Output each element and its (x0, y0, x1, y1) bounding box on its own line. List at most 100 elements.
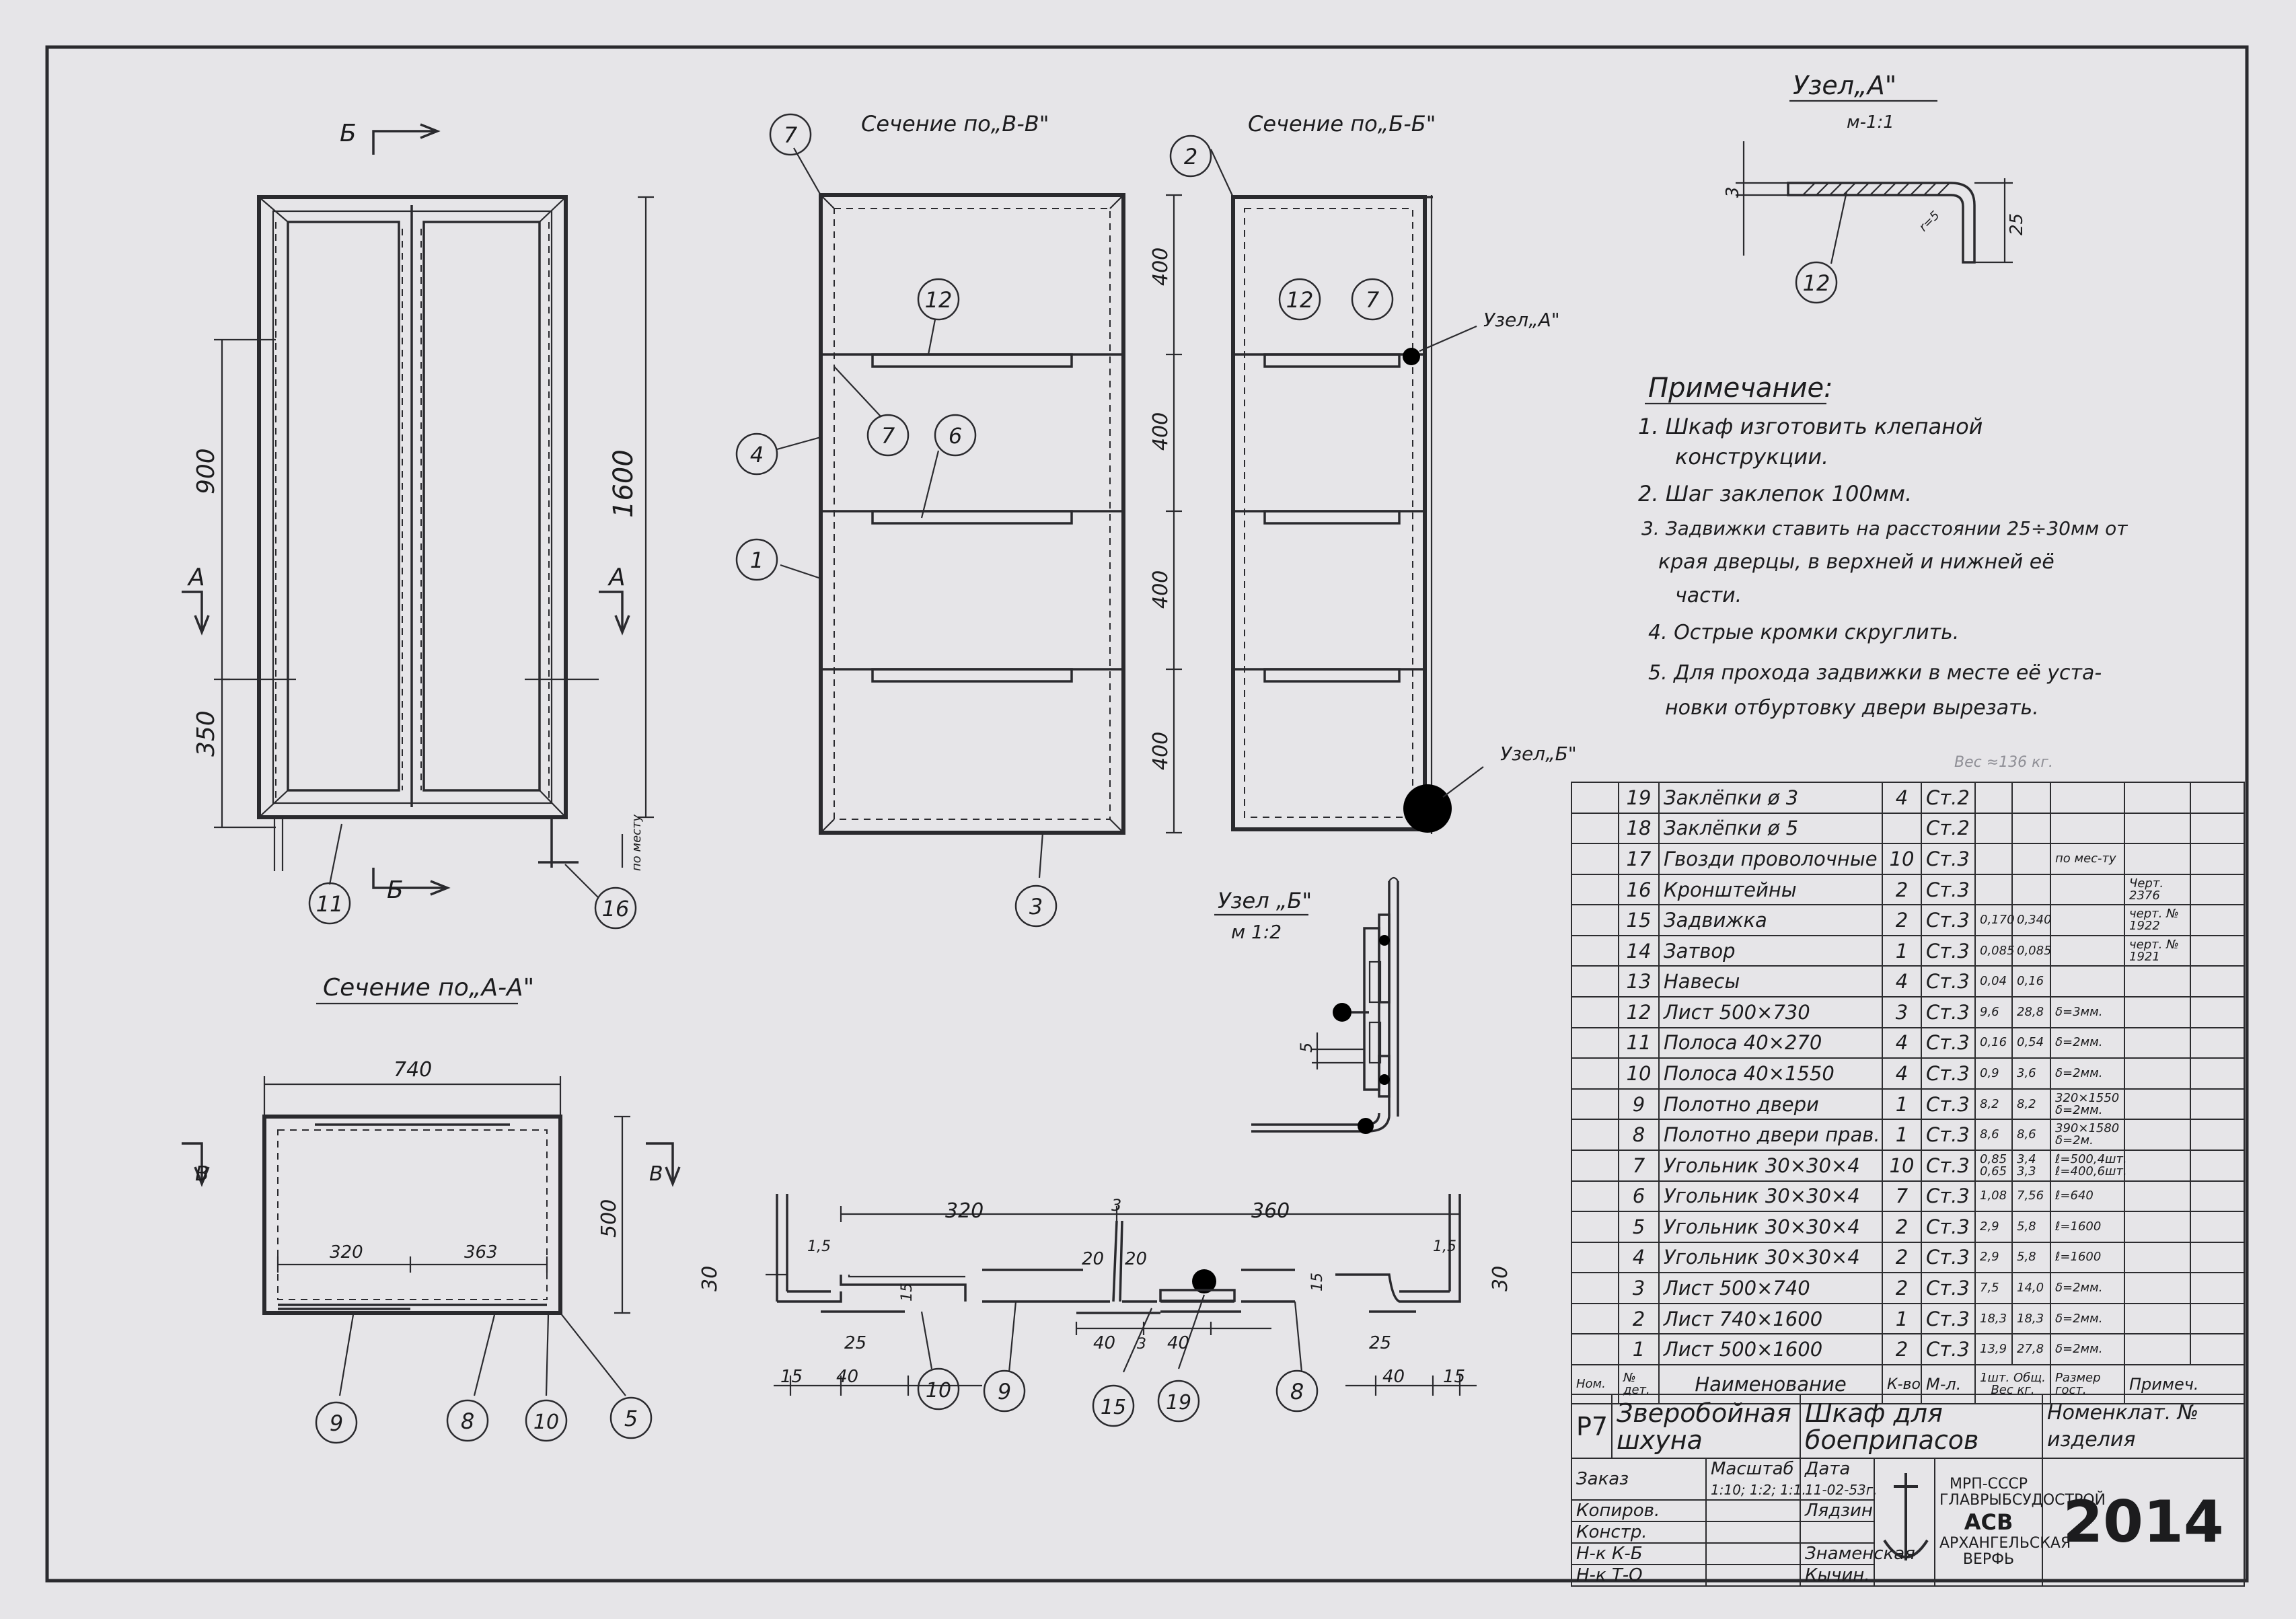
spec-name: Лист 500×1600 (1658, 1333, 1883, 1365)
name-1: Лядзин (1800, 1499, 1875, 1522)
svg-text:7: 7 (784, 122, 798, 148)
spec-name: Угольник 30×30×4 (1658, 1149, 1883, 1182)
aa-dim-width: 740 (394, 1058, 432, 1082)
front-cut-bottom-label: Б (387, 876, 404, 904)
name-4: Кычин. (1800, 1564, 1875, 1587)
svg-text:8: 8 (1290, 1379, 1304, 1404)
spec-cell (2190, 1333, 2245, 1365)
spec-cell (1571, 965, 1619, 998)
svg-text:10: 10 (926, 1379, 951, 1402)
svg-text:4: 4 (750, 442, 764, 467)
notes: Примечание: 1. Шкаф изготовить клепаной … (1638, 373, 2128, 771)
node-a-title: Узел„А" (1793, 71, 1896, 100)
spec-note (2124, 965, 2191, 998)
title-product: Шкаф для боеприпасов (1799, 1394, 2044, 1459)
node-a (1736, 141, 2013, 264)
spec-pos: 8 (1618, 1119, 1660, 1151)
spec-note (2124, 996, 2191, 1028)
spec-material: Ст.3 (1921, 873, 1976, 906)
door-dim-320: 320 (945, 1199, 984, 1223)
title-code: Р7 (1571, 1394, 1613, 1459)
spec-weight-total: 0,340 (2011, 904, 2052, 936)
callout-bb-12: 12 (1278, 278, 1321, 321)
spec-qty: 1 (1882, 1119, 1922, 1151)
callout-vv-7-top: 7 (769, 113, 812, 156)
door-dim-25-right: 25 (1369, 1333, 1391, 1353)
section-aa (182, 1076, 681, 1396)
spec-material: Ст.3 (1921, 904, 1976, 936)
callout-door-15: 15 (1092, 1384, 1135, 1427)
door-dim-40-right: 40 (1382, 1367, 1405, 1387)
spec-cell (1571, 843, 1619, 875)
spec-material: Ст.3 (1921, 1026, 1976, 1059)
svg-text:7: 7 (881, 423, 895, 449)
svg-text:7: 7 (1366, 287, 1380, 313)
spec-size (2050, 782, 2125, 814)
spec-material: Ст.3 (1921, 1241, 1976, 1274)
spec-size: по мес-ту (2050, 843, 2125, 875)
spec-size: ℓ=1600 (2050, 1241, 2125, 1274)
section-bb (1210, 149, 1484, 834)
spec-qty: 2 (1882, 1241, 1922, 1274)
spec-material: Ст.3 (1921, 1180, 1976, 1213)
front-cut-left-label: А (187, 564, 205, 591)
weight-note: Вес ≈136 кг. (1954, 754, 2053, 771)
aa-cut-right-label: В (649, 1162, 663, 1186)
spec-weight-unit (1974, 782, 2013, 814)
svg-text:19: 19 (1166, 1391, 1191, 1415)
spec-name: Угольник 30×30×4 (1658, 1211, 1883, 1243)
spec-qty: 4 (1882, 1026, 1922, 1059)
spec-cell (1571, 1057, 1619, 1090)
callout-aa-8: 8 (446, 1399, 489, 1442)
spec-size (2050, 873, 2125, 906)
node-a-dim-radius: r=5 (1917, 209, 1943, 235)
spec-note (2124, 1333, 2191, 1365)
spec-note (2124, 1241, 2191, 1274)
vv-dim-1: 400 (1149, 248, 1173, 286)
spec-cell (2190, 873, 2245, 906)
spec-cell (1571, 1302, 1619, 1335)
spec-pos: 9 (1618, 1088, 1660, 1121)
svg-text:12: 12 (1286, 287, 1314, 313)
spec-cell (2190, 1180, 2245, 1213)
spec-note (2124, 1302, 2191, 1335)
spec-cell (1571, 1241, 1619, 1274)
door-dim-1-5-right-label: 1,5 (1433, 1238, 1456, 1255)
spec-name: Полоса 40×1550 (1658, 1057, 1883, 1090)
svg-text:1: 1 (750, 548, 764, 573)
front-lower-dim: 350 (192, 710, 220, 757)
callout-door-8: 8 (1275, 1369, 1319, 1413)
section-bb-title: Сечение по„Б-Б" (1248, 111, 1436, 137)
spec-weight-unit: 18,3 (1974, 1302, 2013, 1335)
spec-note (2124, 1057, 2191, 1090)
spec-pos: 3 (1618, 1272, 1660, 1304)
spec-pos: 13 (1618, 965, 1660, 998)
spec-weight-total: 0,54 (2011, 1026, 2051, 1059)
spec-name: Лист 500×740 (1658, 1272, 1883, 1304)
spec-pos: 10 (1618, 1057, 1660, 1090)
section-vv (776, 147, 1182, 878)
vv-dim-4: 400 (1149, 732, 1173, 770)
door-dim-3-mid: 3 (1137, 1336, 1146, 1353)
spec-name: Затвор (1658, 934, 1883, 967)
spec-material: Ст.2 (1921, 812, 1976, 845)
svg-text:5: 5 (624, 1406, 638, 1431)
spec-cell (1571, 996, 1619, 1028)
section-aa-title: Сечение по„А-А" (323, 974, 534, 1002)
callout-bb-2: 2 (1169, 135, 1212, 178)
spec-note (2124, 1119, 2191, 1151)
note-line-2: конструкции. (1675, 444, 1828, 469)
spec-qty: 4 (1882, 782, 1922, 814)
spec-qty: 2 (1882, 1272, 1922, 1304)
front-cut-right-label: А (607, 564, 626, 591)
spec-weight-unit: 0,85 0,65 (1974, 1149, 2013, 1182)
